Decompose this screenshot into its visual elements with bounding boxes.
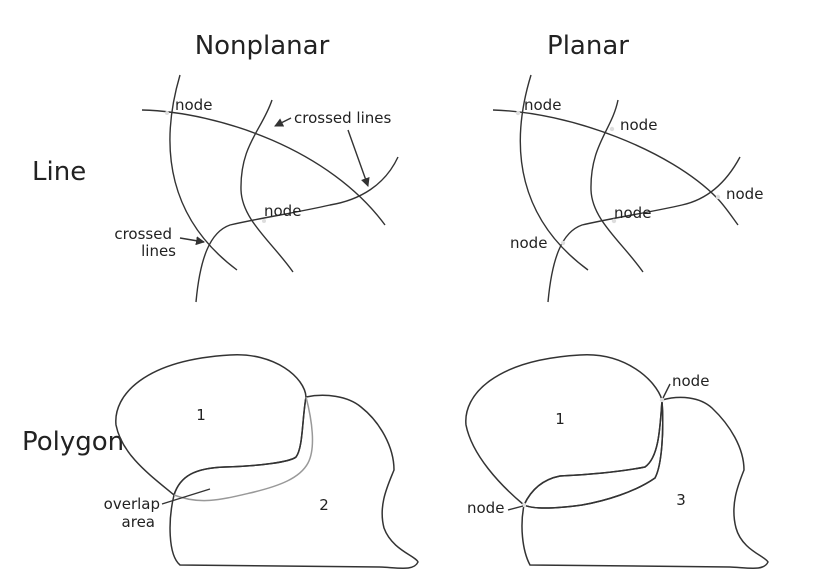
label-node-top: node [175,96,212,114]
heading-planar: Planar [547,31,629,61]
label-crossed-left-2: lines [141,242,176,260]
arrow-crossed-left [179,236,205,246]
polygon-1 [465,354,663,507]
label-node-2: node [620,116,657,134]
node-point [611,218,617,224]
planar-line-diagram: node node node node node [492,74,763,303]
node-top-leader [662,383,671,399]
line-arc-top [141,109,386,226]
line-middle [590,99,644,273]
row-label-line: Line [32,157,86,187]
label-node-1: node [524,96,561,114]
label-crossed-left-1: crossed [114,225,172,243]
label-polygon-1: 1 [555,410,565,428]
line-left [519,74,589,271]
row-label-polygon: Polygon [22,427,124,457]
line-arc-top [492,109,739,226]
line-bottom-curve [547,156,741,303]
label-node-5: node [510,234,547,252]
label-node-left: node [467,499,504,517]
overlap-outline [173,396,314,502]
line-bottom-curve [195,156,399,303]
heading-nonplanar: Nonplanar [195,31,330,61]
node-point [560,240,566,246]
line-left [169,74,238,271]
arrow-crossed-top-right [347,129,370,187]
label-node-3: node [726,185,763,203]
node-point [262,219,266,223]
arrow-crossed-top-left [274,117,292,127]
label-node-4: node [614,204,651,222]
label-overlap-2: area [122,513,155,531]
label-polygon-3: 3 [676,491,686,509]
label-node-top: node [672,372,709,390]
label-node-mid: node [264,202,301,220]
nonplanar-polygon-diagram: 1 2 overlap area [104,354,419,569]
label-overlap-1: overlap [104,495,160,513]
label-polygon-1: 1 [196,406,206,424]
nonplanar-line-diagram: node node crossed lines crossed lines [114,74,399,303]
label-polygon-2: 2 [569,481,579,499]
node-point [515,110,521,116]
label-polygon-2: 2 [319,496,329,514]
label-crossed-lines-top: crossed lines [294,109,391,127]
polygon-2 [523,399,664,509]
node-left-leader [507,505,524,511]
polygon-2 [169,394,419,569]
node-point [165,111,169,115]
planar-polygon-diagram: 1 2 3 node node [465,354,769,569]
overlap-leader-line [161,488,211,505]
node-point [659,397,665,403]
node-point [609,126,615,132]
node-point [715,194,721,200]
line-middle [240,99,294,273]
polygon-1 [115,354,307,497]
